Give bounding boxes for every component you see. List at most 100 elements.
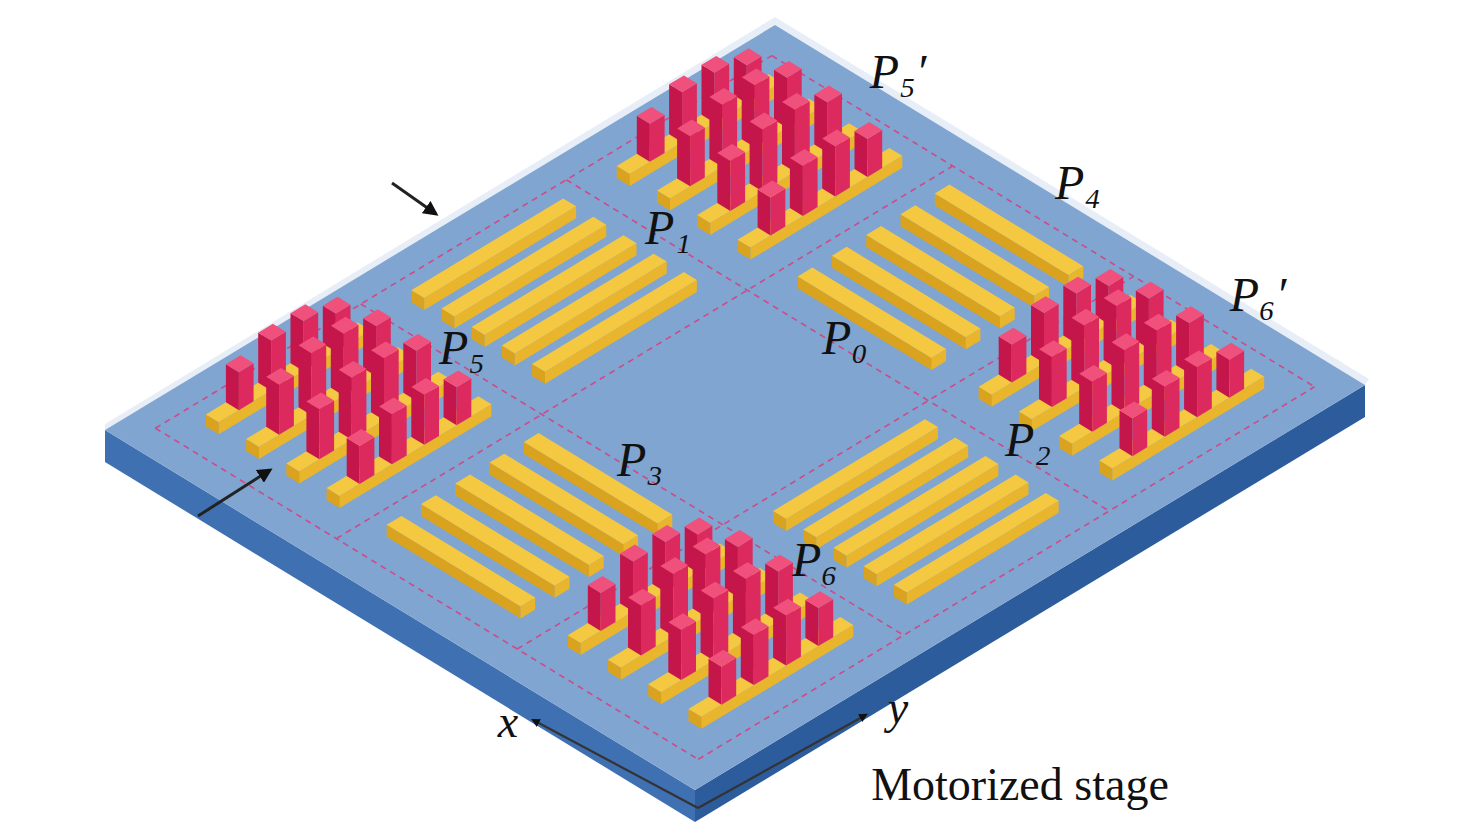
pillar-face [403, 334, 431, 351]
pillar-face [855, 122, 883, 139]
pillar [855, 122, 883, 177]
pillar [379, 398, 407, 465]
grating-bar [697, 123, 862, 235]
pillar-face [681, 621, 696, 680]
pillar-face [668, 613, 696, 630]
grating-bar-face [387, 525, 521, 619]
pillar [758, 181, 786, 236]
axis-label: y [888, 683, 908, 734]
pillar-face [226, 364, 239, 410]
pillar-face [1152, 379, 1165, 437]
pillar-face [999, 328, 1027, 345]
nanostructures [206, 48, 1264, 729]
grating-bar-face [490, 454, 638, 545]
beam-arrow [198, 470, 270, 516]
pillar-face [1079, 365, 1107, 382]
pillar-face [773, 599, 801, 616]
pillar [805, 591, 833, 646]
pillar-face [652, 525, 680, 542]
stage-label: Motorized stage [871, 760, 1169, 811]
pillar [741, 618, 769, 685]
pillar [306, 393, 334, 460]
pillar-face [628, 589, 656, 606]
pillar-face [411, 387, 424, 445]
pillar [750, 113, 778, 192]
pillar-face [1125, 341, 1140, 412]
pillar-face [701, 582, 729, 599]
pillar-face [669, 75, 697, 92]
pillar-face [1039, 349, 1052, 407]
pillar [266, 368, 294, 435]
grating-bar-face [894, 493, 1059, 593]
pillar-face [1120, 410, 1133, 456]
pillar-face [628, 598, 641, 656]
pillar-face [588, 585, 601, 631]
pillar [822, 130, 850, 197]
pillar-array [568, 518, 854, 729]
region-label: P₀ [822, 312, 868, 365]
pillar [637, 107, 665, 162]
pillar-array [979, 269, 1265, 480]
pillar-face [790, 149, 818, 166]
pillar-face [1176, 306, 1204, 323]
pillar-face [805, 600, 818, 646]
pillar-face [1216, 343, 1244, 360]
pillar-face [786, 607, 801, 666]
pillar [444, 370, 472, 425]
pillar-face [741, 618, 769, 635]
pillar-face [331, 317, 359, 334]
pillar-face [1184, 359, 1197, 417]
pillar-face [266, 368, 294, 385]
pillar-face [1096, 269, 1124, 286]
grating-bar-face [421, 495, 570, 586]
pillar-face [306, 401, 319, 459]
grating-bar [798, 268, 946, 371]
pillar-face [258, 324, 286, 341]
grid-line [155, 428, 698, 759]
pillar-face [1092, 373, 1107, 432]
pillar-face [717, 153, 730, 211]
pillar-face [763, 120, 778, 191]
pillar-face [1031, 296, 1059, 313]
grating-bar [1059, 344, 1224, 456]
grating-bar [648, 593, 813, 705]
pillar-face [306, 393, 334, 410]
pillar [1152, 370, 1180, 437]
axis-label: x [498, 697, 518, 748]
pillar [339, 361, 367, 440]
pillar-face [1079, 374, 1092, 432]
pillar-face [1165, 378, 1180, 437]
pillar-face [750, 113, 778, 130]
pillar [677, 120, 705, 187]
pillar-face [822, 139, 835, 197]
region-label: P₃ [617, 434, 663, 487]
pillar-face [714, 590, 729, 661]
cell-grid [155, 56, 1314, 760]
pillar-face [999, 337, 1012, 383]
pillar [1079, 365, 1107, 432]
grid-line [361, 304, 904, 635]
pillar-face [693, 538, 721, 555]
pillar-face [855, 131, 868, 177]
pillar-face [352, 369, 367, 440]
grating-bar-face [798, 276, 932, 370]
pillar-face [339, 361, 367, 378]
grating-bar-face [387, 516, 536, 607]
region-label: P₁ [645, 202, 691, 255]
pillar-face [733, 562, 761, 579]
pillar-face [701, 591, 714, 661]
pillar-face [1216, 352, 1229, 398]
pillar-face [371, 341, 399, 358]
pillar-face [1120, 401, 1148, 418]
grid-line [155, 56, 771, 429]
pillar-face [424, 386, 439, 445]
pillar [1120, 401, 1148, 456]
beam-arrow [392, 183, 436, 214]
region-label: P₂ [1005, 414, 1051, 467]
pillar-face [734, 48, 762, 65]
pillar-face [774, 61, 802, 78]
pillar [701, 582, 729, 661]
